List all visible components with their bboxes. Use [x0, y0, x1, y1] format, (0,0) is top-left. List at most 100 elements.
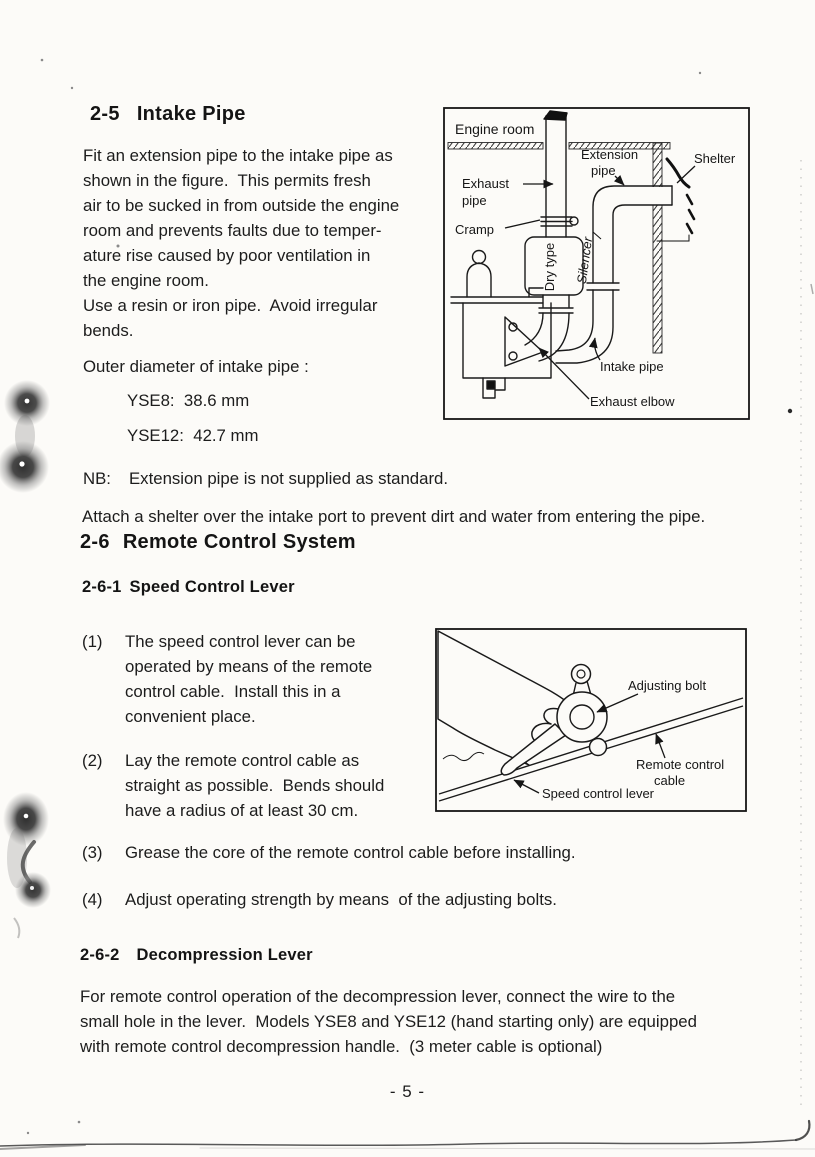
section-2-6-heading: 2-6 Remote Control System [80, 531, 356, 554]
label-exhaust-pipe-2: pipe [462, 193, 487, 208]
item-text: The speed control lever can be operated … [125, 629, 372, 729]
section-title: Intake Pipe [136, 103, 246, 125]
remote-cable-drawing [438, 697, 744, 802]
text-line: air to be sucked in from outside the eng… [83, 196, 400, 215]
exhaust-elbow-drawing [504, 316, 544, 367]
list-item-3: (3) Grease the core of the remote contro… [82, 840, 576, 865]
nb-text: Extension pipe is not supplied as standa… [128, 469, 449, 488]
section-2-5-heading: 2-5 Intake Pipe [90, 103, 246, 126]
edge-mark [810, 283, 814, 295]
label-cramp: Cramp [455, 222, 494, 237]
text-line: with remote control decompression handle… [80, 1037, 603, 1056]
text-line: YSE12: 42.7 mm [127, 426, 259, 445]
exhaust-elbow-pointer [538, 347, 590, 400]
label-shelter: Shelter [694, 151, 736, 166]
label-remote-control: Remote control [636, 757, 724, 772]
label-adjusting-bolt: Adjusting bolt [628, 678, 706, 693]
item-text: Grease the core of the remote control ca… [125, 840, 576, 865]
spec-yse12: YSE12: 42.7 mm [127, 423, 259, 448]
nb-note: NB: Extension pipe is not supplied as st… [83, 466, 448, 491]
speed-control-lever-pointer [513, 779, 540, 794]
text-line: ature rise caused by poor ventilation in [83, 246, 371, 265]
figure-frame [435, 628, 747, 812]
speed-control-lever-blade [500, 723, 567, 776]
text-line: room and prevents faults due to temper- [83, 221, 382, 240]
item-marker: (4) [82, 890, 103, 909]
speed-control-lever-figure: Adjusting bolt Remote control cable Spee… [435, 628, 747, 812]
adjusting-bolt-pointer [596, 693, 639, 713]
label-dry-type: Dry type [542, 243, 557, 291]
pipe-wall-pass [650, 187, 673, 205]
item-marker: (2) [82, 751, 103, 770]
silencer-pointer [592, 231, 602, 240]
text-line: For remote control operation of the deco… [80, 987, 676, 1006]
intake-pipe-figure: Engine room Extension pipe Shelter Exhau… [443, 107, 750, 420]
text-line: The speed control lever can be [125, 632, 356, 651]
shelter-wall-drawing [652, 142, 663, 354]
section-number: 2-5 [90, 103, 120, 125]
label-remote-control-2: cable [654, 773, 685, 788]
section-number: 2-6 [80, 531, 110, 553]
spec-yse8: YSE8: 38.6 mm [127, 388, 249, 413]
text-line: YSE8: 38.6 mm [127, 391, 250, 410]
list-item-4: (4) Adjust operating strength by means o… [82, 887, 557, 912]
label-speed-control-lever: Speed control lever [542, 786, 655, 801]
text-line: control cable. Install this in a [125, 682, 341, 701]
lever-roller [588, 737, 608, 757]
text-line: straight as possible. Bends should [125, 776, 385, 795]
text-line: convenient place. [125, 707, 256, 726]
extension-pipe-pointer [613, 174, 625, 186]
text-line: Lay the remote control cable as [125, 751, 360, 770]
section-2-6-1-heading: 2-6-1 Speed Control Lever [82, 578, 295, 597]
engine-room-ceiling-drawing [447, 142, 671, 150]
text-line: have a radius of at least 30 cm. [125, 801, 359, 820]
page-bottom-edge [0, 1119, 815, 1150]
section-title: Remote Control System [122, 531, 356, 553]
nb-label: NB: [83, 469, 111, 488]
ink-dot [787, 408, 793, 414]
remote-cable-pointer [655, 733, 666, 759]
item-text: Lay the remote control cable as straight… [125, 748, 384, 823]
text-line: operated by means of the remote [125, 657, 373, 676]
shelter-pointer [676, 165, 696, 184]
ink-blob-lower [3, 792, 51, 939]
label-exhaust-pipe: Exhaust [462, 176, 509, 191]
intake-extension-pipe-drawing [555, 185, 673, 364]
text-line: shown in the figure. This permits fresh [83, 171, 371, 190]
text-line: bends. [83, 321, 134, 340]
label-silencer: Silencer [574, 235, 595, 284]
label-extension-pipe-2: pipe [591, 163, 616, 178]
label-intake-pipe: Intake pipe [600, 359, 664, 374]
decompression-paragraph: For remote control operation of the deco… [80, 984, 697, 1059]
figure-frame [443, 107, 750, 420]
section-title: Decompression Lever [136, 946, 313, 964]
text-line: Adjust operating strength by means of th… [125, 890, 557, 909]
ink-blob-upper [0, 380, 50, 493]
lever-knob [570, 663, 592, 685]
item-text: Adjust operating strength by means of th… [125, 887, 557, 912]
intake-pipe-pointer [588, 337, 601, 361]
item-marker: (3) [82, 843, 103, 862]
intake-pipe-paragraph: Fit an extension pipe to the intake pipe… [83, 143, 399, 343]
section-2-6-2-heading: 2-6-2 Decompression Lever [80, 946, 313, 965]
section-number: 2-6-1 [82, 578, 122, 596]
list-item-2: (2) Lay the remote control cable as stra… [82, 748, 384, 823]
shelter-note: Attach a shelter over the intake port to… [82, 504, 705, 529]
text-line: Attach a shelter over the intake port to… [82, 507, 706, 526]
text-line: small hole in the lever. Models YSE8 and… [80, 1012, 697, 1031]
item-marker: (1) [82, 632, 103, 651]
label-exhaust-elbow: Exhaust elbow [590, 394, 675, 409]
list-item-1: (1) The speed control lever can be opera… [82, 629, 372, 729]
label-engine-room: Engine room [455, 121, 534, 137]
text-line: Grease the core of the remote control ca… [125, 843, 576, 862]
exhaust-pipe-drawing [540, 110, 579, 238]
shelter-drawing [656, 157, 696, 242]
label-extension-pipe: Extension [581, 147, 638, 162]
cramp-pointer [504, 219, 541, 229]
text-line: the engine room. [83, 271, 209, 290]
section-title: Speed Control Lever [129, 578, 295, 596]
text-line: Use a resin or iron pipe. Avoid irregula… [83, 296, 378, 315]
section-number: 2-6-2 [80, 946, 120, 964]
engine-drawing [450, 249, 552, 399]
